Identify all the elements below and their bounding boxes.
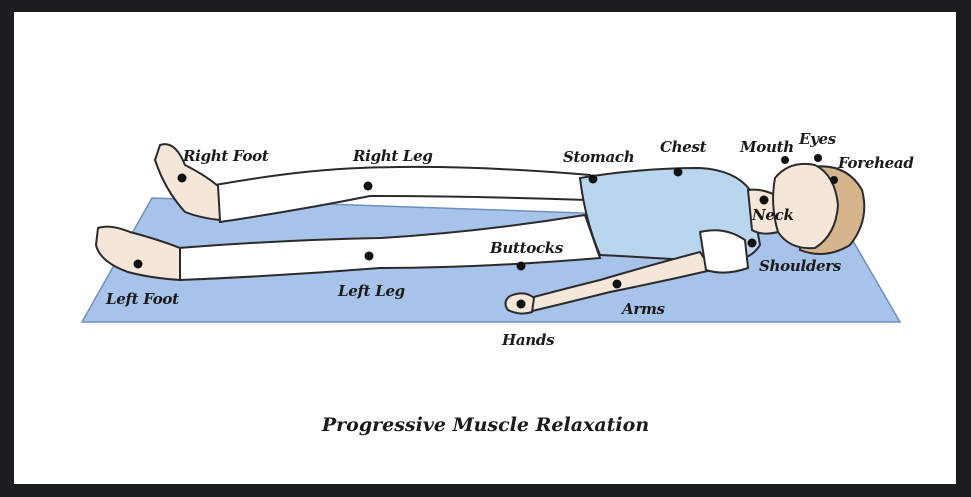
label-stomach: Stomach [563, 148, 635, 166]
label-left-foot: Left Foot [106, 290, 179, 308]
label-mouth: Mouth [740, 138, 794, 156]
label-arms: Arms [622, 300, 665, 318]
label-right-leg: Right Leg [353, 147, 433, 165]
arms-dot [612, 279, 622, 289]
right-foot-dot [177, 173, 187, 183]
buttocks-dot [516, 261, 526, 271]
label-buttocks: Buttocks [490, 239, 564, 257]
label-hands: Hands [502, 331, 555, 349]
left-leg-dot [364, 251, 374, 261]
eyes-dot [814, 154, 822, 162]
label-chest: Chest [660, 138, 707, 156]
chest-dot [673, 167, 683, 177]
label-left-leg: Left Leg [338, 282, 405, 300]
caption: Progressive Muscle Relaxation [321, 414, 650, 436]
left-leg [176, 213, 602, 282]
neck-dot [759, 195, 769, 205]
face [772, 162, 840, 250]
label-forehead: Forehead [838, 154, 914, 172]
forehead-dot [830, 176, 838, 184]
label-eyes: Eyes [799, 130, 836, 148]
hands-dot [516, 299, 526, 309]
mouth-dot [781, 156, 789, 164]
shoulders-dot [747, 238, 757, 248]
label-right-foot: Right Foot [183, 147, 269, 165]
right-foot-shape [153, 143, 222, 222]
label-neck: Neck [752, 206, 794, 224]
stomach-dot [588, 174, 598, 184]
left-foot-shape [94, 225, 181, 282]
label-shoulders: Shoulders [759, 257, 842, 275]
left-foot-dot [133, 259, 143, 269]
sleeve [698, 229, 750, 274]
right-leg-dot [363, 181, 373, 191]
